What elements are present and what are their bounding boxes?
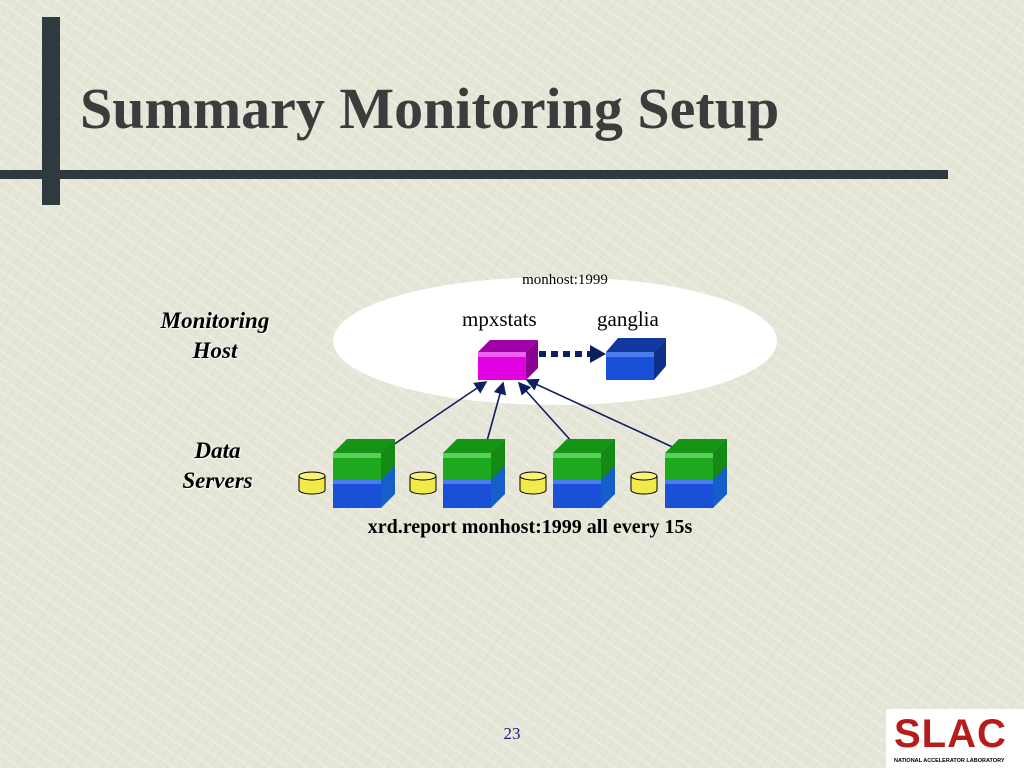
data-servers-label-line1: Data (194, 438, 241, 463)
disk-icon (630, 471, 658, 495)
mpxstats-to-ganglia-connector (539, 345, 606, 363)
report-arrow (525, 378, 680, 451)
report-arrows (392, 378, 680, 451)
monitoring-host-label: Monitoring Host (140, 306, 290, 366)
data-server (333, 439, 395, 508)
data-server (553, 439, 615, 508)
data-servers-label-line2: Servers (182, 467, 253, 493)
mpxstats-label: mpxstats (462, 307, 537, 331)
data-server (665, 439, 727, 508)
report-arrow (517, 381, 574, 444)
disk-icon (298, 471, 326, 495)
monitoring-host-ellipse (333, 277, 777, 405)
data-server (443, 439, 505, 508)
report-command: xrd.report monhost:1999 all every 15s (367, 516, 693, 538)
slac-logo-text: SLAC (894, 712, 1007, 756)
monitoring-host-label-line2: Host (192, 337, 238, 363)
slide-title: Summary Monitoring Setup (80, 76, 780, 141)
monitoring-host-address: monhost:1999 (522, 272, 608, 288)
slac-logo-subtitle: NATIONAL ACCELERATOR LABORATORY (894, 758, 1005, 764)
page-number: 23 (503, 724, 521, 743)
title-vertical-bar (42, 17, 60, 205)
monitoring-host-label-line1: Monitoring (160, 308, 270, 333)
disk-icon (519, 471, 547, 495)
report-arrow (392, 381, 488, 446)
ganglia-label: ganglia (597, 307, 659, 331)
mpxstats-node (478, 340, 538, 380)
slac-logo (886, 709, 1024, 768)
data-servers-label: Data Servers (155, 436, 280, 496)
ganglia-node (606, 338, 666, 380)
disk-icon (409, 471, 437, 495)
report-arrow (486, 381, 507, 442)
title-horizontal-rule (0, 170, 948, 179)
